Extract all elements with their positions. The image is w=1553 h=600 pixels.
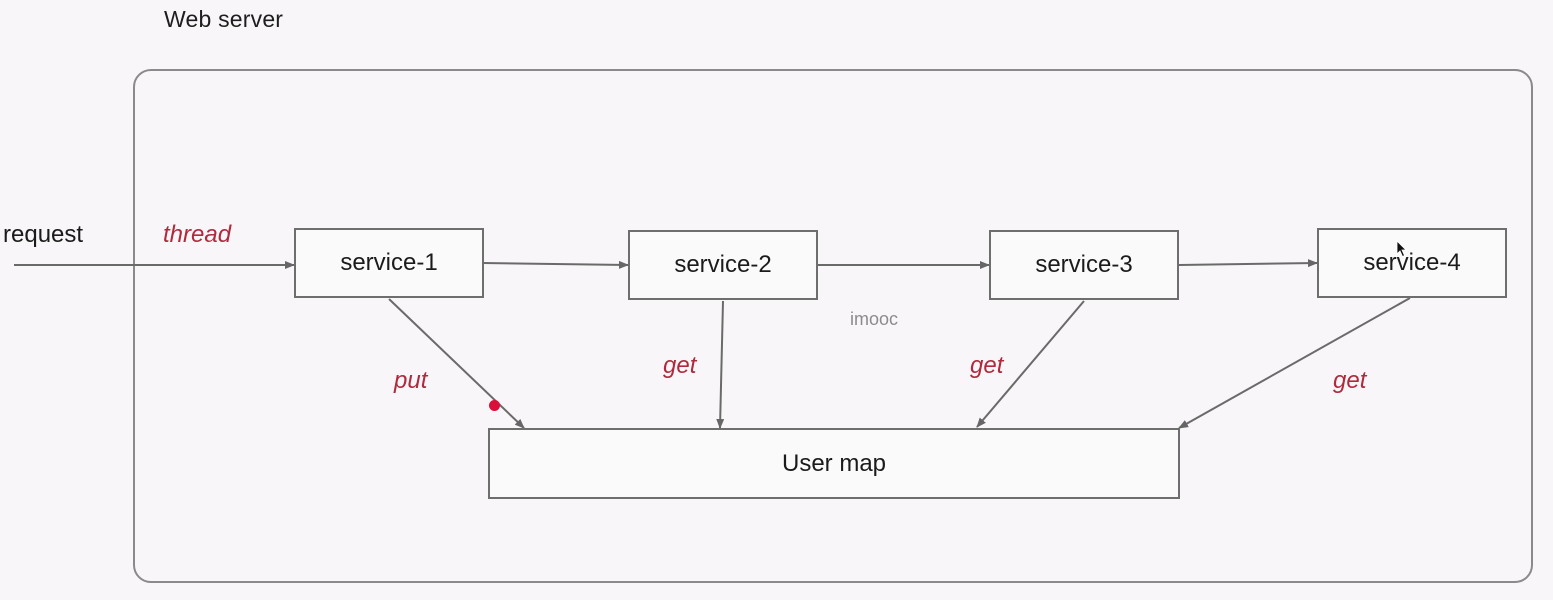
mouse-cursor-icon xyxy=(1396,240,1407,258)
service-1-label: service-1 xyxy=(340,249,438,276)
service-4-node: service-4 xyxy=(1317,228,1507,298)
watermark-text: imooc xyxy=(850,309,899,329)
get-edge-label-service-3: get xyxy=(970,352,1004,379)
service-2-node: service-2 xyxy=(628,230,818,300)
arrow-service-4-get-user-map xyxy=(1178,297,1411,429)
service-2-label: service-2 xyxy=(674,251,772,278)
pointer-dot xyxy=(489,400,500,411)
service-1-node: service-1 xyxy=(294,228,484,298)
service-3-node: service-3 xyxy=(989,230,1179,300)
arrow-service-3-get-user-map xyxy=(976,300,1085,428)
web-server-frame xyxy=(133,69,1533,583)
user-map-node: User map xyxy=(488,428,1180,499)
arrow-service-2-get-user-map xyxy=(716,300,725,429)
get-edge-label-service-2: get xyxy=(663,352,697,379)
service-4-label: service-4 xyxy=(1363,249,1461,276)
diagram-title: Web server xyxy=(164,6,284,32)
put-edge-label: put xyxy=(394,367,428,394)
thread-label: thread xyxy=(163,221,232,248)
user-map-label: User map xyxy=(781,449,887,477)
get-edge-label-service-4: get xyxy=(1333,367,1367,394)
request-label: request xyxy=(3,221,84,248)
arrow-service-3-to-service-4 xyxy=(1178,259,1318,268)
service-3-label: service-3 xyxy=(1035,251,1133,278)
arrow-service-1-put-user-map xyxy=(388,298,525,429)
arrow-service-1-to-service-2 xyxy=(482,260,629,269)
